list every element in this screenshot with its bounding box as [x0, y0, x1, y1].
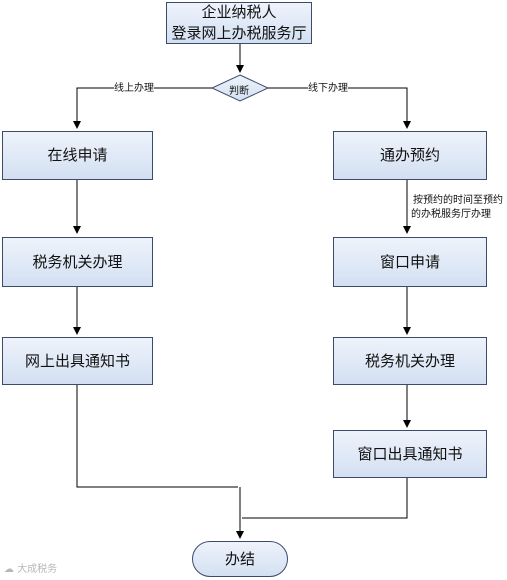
online-step-notice-label: 网上出具通知书 — [24, 351, 130, 370]
offline-note-line2: 的办税服务厅办理 — [411, 209, 491, 220]
end-terminal: 办结 — [192, 541, 288, 577]
offline-step-window-notice: 窗口出具通知书 — [333, 430, 487, 478]
decision-label: 判断 — [229, 86, 249, 97]
arrow-decision-to-online — [73, 87, 212, 129]
watermark: ☁ 大成税务 — [4, 560, 57, 575]
line-offline-merge — [242, 478, 408, 519]
start-line2: 登录网上办税服务厅 — [171, 24, 307, 42]
end-label: 办结 — [224, 549, 255, 568]
offline-step-window-apply: 窗口申请 — [333, 237, 487, 287]
online-step-tax-office-label: 税务机关办理 — [32, 252, 123, 271]
online-branch-label: 线上办理 — [114, 82, 154, 95]
offline-step-tax-office: 税务机关办理 — [333, 337, 487, 385]
offline-step-window-apply-label: 窗口申请 — [379, 252, 440, 271]
offline-step-appointment-label: 通办预约 — [379, 146, 440, 164]
offline-step-window-notice-label: 窗口出具通知书 — [357, 444, 463, 463]
start-line1: 企业纳税人 — [201, 3, 277, 21]
online-step-notice: 网上出具通知书 — [2, 337, 153, 385]
wechat-icon: ☁ — [4, 564, 14, 575]
online-step-apply-label: 在线申请 — [47, 146, 108, 164]
online-step-apply: 在线申请 — [2, 131, 153, 180]
offline-step-tax-office-label: 税务机关办理 — [364, 351, 455, 370]
watermark-text: 大成税务 — [17, 564, 58, 575]
offline-note: 按预约的时间至预约 的办税服务厅办理 — [411, 194, 503, 222]
offline-step-appointment: 通办预约 — [333, 131, 487, 180]
decision-diamond — [210, 74, 270, 102]
offline-branch-label: 线下办理 — [308, 82, 348, 95]
start-box: 企业纳税人 登录网上办税服务厅 — [166, 2, 312, 44]
online-step-tax-office: 税务机关办理 — [2, 237, 153, 287]
line-online-merge — [76, 385, 238, 488]
offline-note-line1: 按预约的时间至预约 — [413, 195, 503, 206]
